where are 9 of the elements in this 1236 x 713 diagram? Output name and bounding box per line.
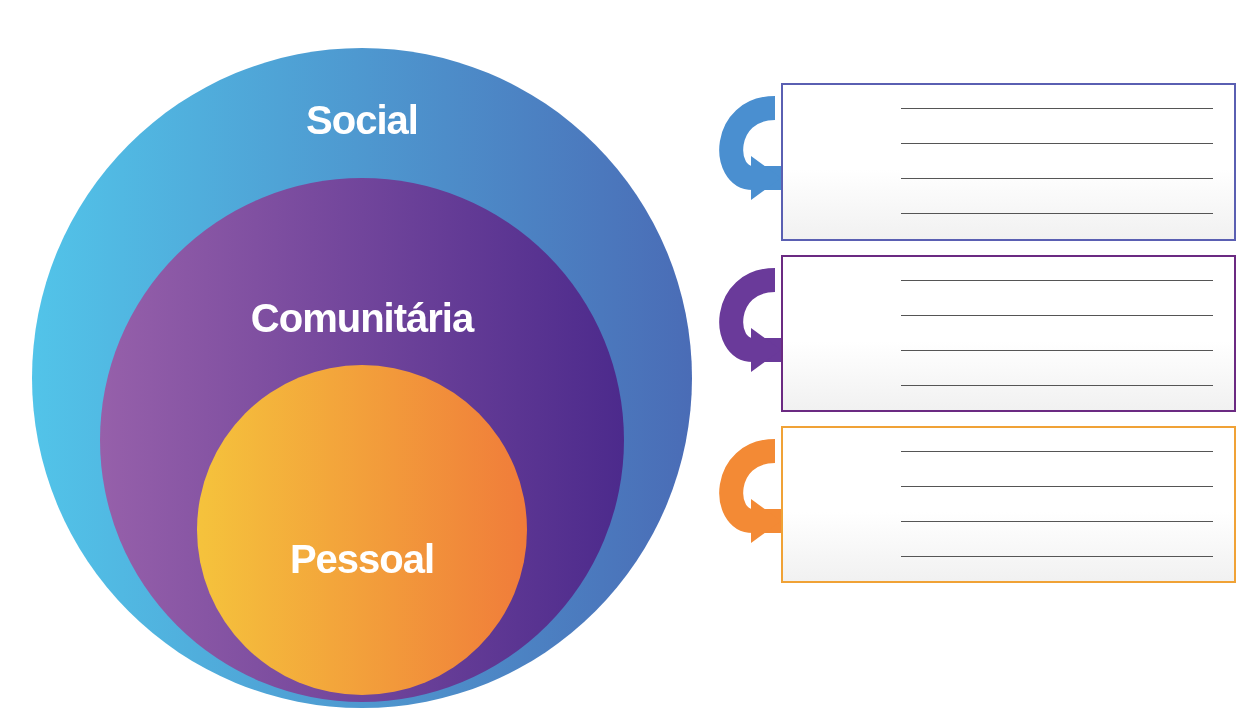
ribbon-arrow [719, 96, 781, 200]
lined-box [781, 255, 1236, 412]
ribbon-arrow [719, 439, 781, 543]
circle-label: Comunitária [250, 296, 474, 341]
circle-label: Social [306, 98, 418, 143]
ribbon-arrow [719, 268, 781, 372]
lined-box [781, 83, 1236, 241]
lined-box [781, 426, 1236, 583]
circle-label: Pessoal [289, 537, 435, 582]
